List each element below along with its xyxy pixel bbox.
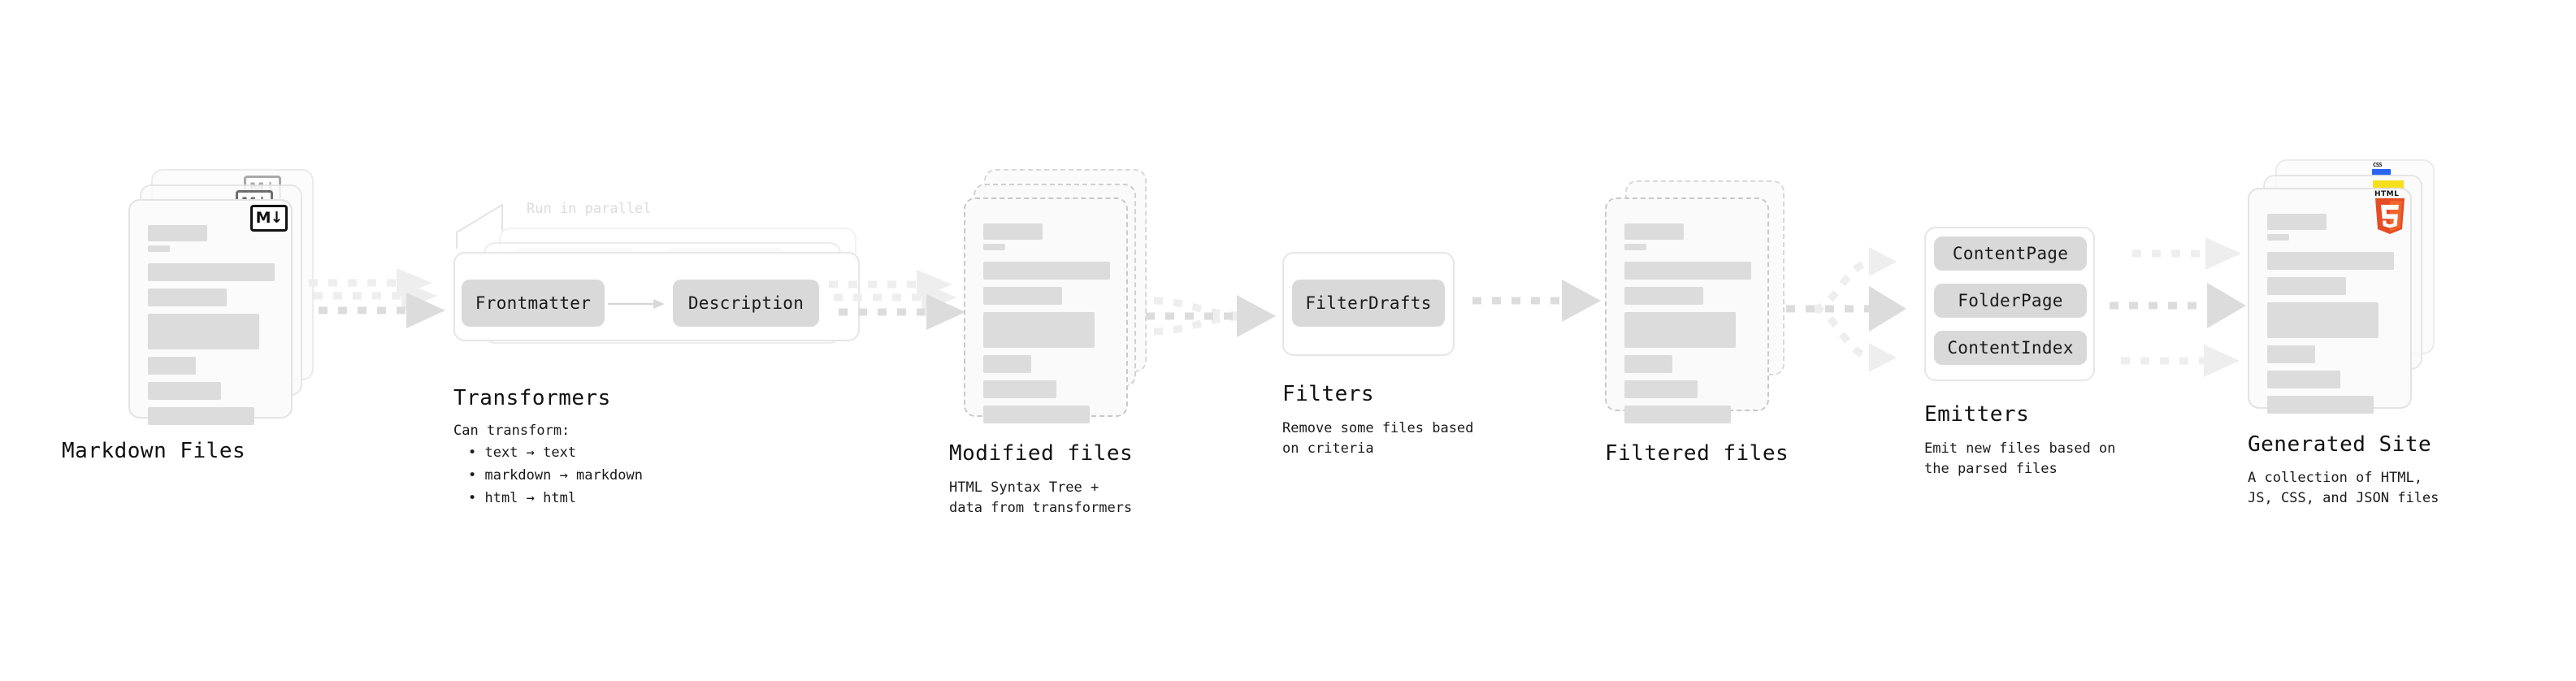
run-in-parallel-label: Run in parallel bbox=[527, 201, 652, 217]
transform-bullet-0: • text → text bbox=[468, 445, 577, 461]
emitter-chip-contentindex[interactable]: ContentIndex bbox=[1934, 331, 2087, 365]
file-content-placeholder bbox=[148, 225, 275, 432]
transformer-chip-description[interactable]: Description bbox=[673, 280, 819, 327]
modified-file-card-front bbox=[964, 197, 1128, 423]
markdown-file-card-front bbox=[128, 199, 293, 425]
css-badge-label: CSS bbox=[2373, 162, 2383, 168]
stage-title-emitters: Emitters bbox=[1924, 402, 2030, 427]
arrow-transformers-to-modified bbox=[829, 270, 965, 330]
stage-title-generated-site: Generated Site bbox=[2248, 432, 2432, 457]
stage-subtitle-filters: Remove some files based on criteria bbox=[1282, 420, 1474, 457]
arrow-filters-to-filtered bbox=[1472, 280, 1601, 322]
file-content-placeholder bbox=[983, 223, 1110, 431]
transform-bullet-2: • html → html bbox=[468, 490, 577, 506]
emitter-chip-folderpage[interactable]: FolderPage bbox=[1934, 284, 2087, 318]
stage-generated-site: CSS HTML Generated Site bbox=[0, 0, 2439, 506]
filter-chip-filterdrafts[interactable]: FilterDrafts bbox=[1292, 280, 1445, 327]
run-in-parallel-bracket bbox=[456, 203, 503, 249]
filtered-file-card-front bbox=[1605, 197, 1769, 423]
emitter-chip-contentpage[interactable]: ContentPage bbox=[1934, 236, 2087, 271]
transformer-chip-frontmatter[interactable]: Frontmatter bbox=[462, 280, 605, 327]
transform-bullet-1: • markdown → markdown bbox=[468, 467, 643, 484]
arrow-markdown-to-transformers bbox=[309, 268, 445, 328]
stage-subtitle-generated-site: A collection of HTML, JS, CSS, and JSON … bbox=[2248, 470, 2439, 506]
css-badge: CSS bbox=[2372, 162, 2391, 176]
stage-subtitle-emitters: Emit new files based on the parsed files bbox=[1924, 440, 2116, 477]
transformer-mini-arrow-front bbox=[608, 299, 665, 309]
markdown-badge-front: M↓ bbox=[250, 205, 288, 232]
stage-title-filtered-files: Filtered files bbox=[1605, 441, 1789, 466]
arrow-emitters-to-site bbox=[2110, 237, 2246, 377]
html5-badge: HTML bbox=[2374, 190, 2406, 237]
stage-subtitle-modified-files: HTML Syntax Tree + data from transformer… bbox=[949, 479, 1133, 516]
html5-badge-label: HTML bbox=[2374, 190, 2400, 198]
arrow-filtered-to-emitters bbox=[1786, 247, 1906, 372]
stage-title-modified-files: Modified files bbox=[949, 441, 1134, 466]
file-content-placeholder bbox=[1624, 223, 1751, 431]
arrow-modified-to-filters bbox=[1146, 295, 1276, 337]
file-content-placeholder bbox=[2267, 214, 2394, 421]
stage-title-transformers: Transformers bbox=[453, 386, 611, 410]
stage-title-filters: Filters bbox=[1282, 382, 1375, 406]
stage-title-markdown-files: Markdown Files bbox=[62, 439, 246, 463]
stage-subtitle-transformers: Can transform: bbox=[453, 423, 570, 439]
